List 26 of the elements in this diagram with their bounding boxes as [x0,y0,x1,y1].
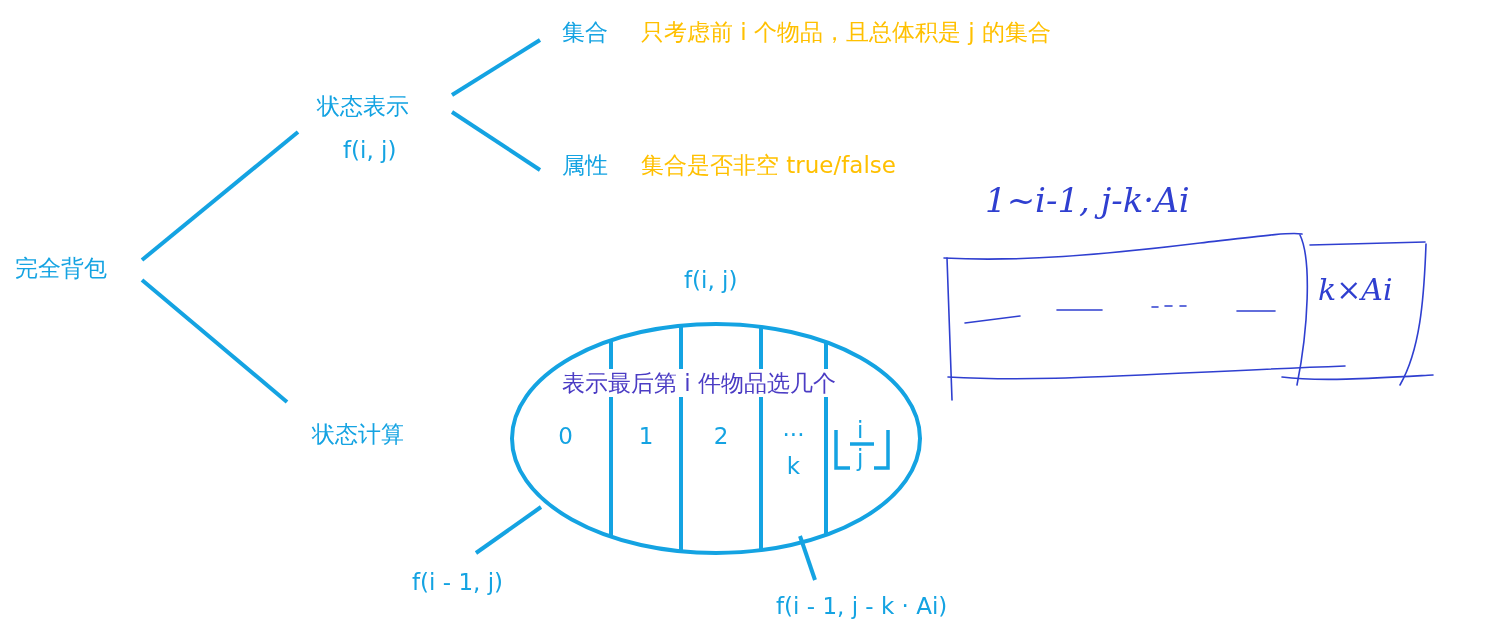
cell-label: k [785,452,802,480]
handwritten-note: k×Ai [1318,272,1393,307]
cell-number: 2 [712,422,730,450]
formula-text: f(i - 1, j) [412,568,503,596]
branch-label: 完全背包 [15,254,107,282]
handwritten-note: 1~i-1, j-k·Ai [985,180,1190,220]
branch-label: 状态表示 [317,92,409,120]
cell-number: 1 [637,422,655,450]
branch-label: 集合 [562,18,608,46]
formula-text: f(i, j) [343,136,397,164]
description-text: 只考虑前 i 个物品，且总体积是 j 的集合 [641,18,1052,46]
cell-number: ... [781,414,806,442]
caption-text: 表示最后第 i 件物品选几个 [560,369,838,397]
connector-line [140,278,289,404]
formula-text: f(i - 1, j - k · Ai) [776,592,948,620]
branch-label: 属性 [562,151,608,179]
description-text: 集合是否非空 true/false [641,151,896,179]
connector-line [450,38,542,97]
leader-line [798,535,817,581]
floor-fraction: i j [832,418,892,474]
leader-line [474,505,543,555]
formula-text: f(i, j) [684,266,738,294]
connector-line [140,130,300,262]
branch-label: 状态计算 [312,420,404,448]
connector-line [450,110,542,172]
cell-number: 0 [557,422,574,450]
